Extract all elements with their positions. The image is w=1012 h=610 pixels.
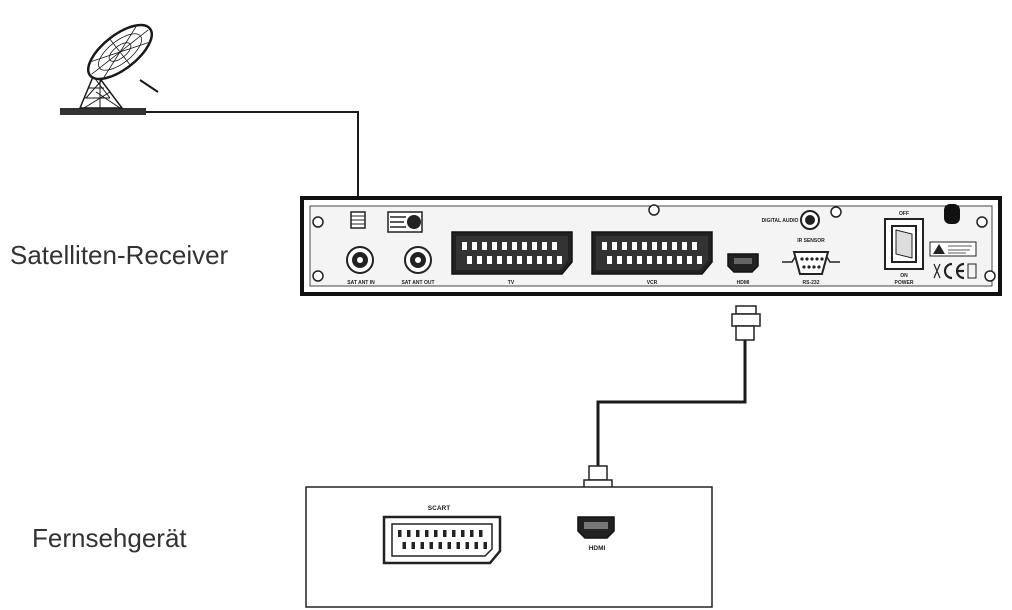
- switch-off-label: OFF: [899, 211, 909, 217]
- cable-satellite: [146, 111, 359, 200]
- hdmi-plug-receiver-icon: [731, 305, 761, 341]
- cable-hdmi: [596, 338, 747, 470]
- logo-box-icon: [387, 211, 423, 233]
- power-cord-icon: [944, 204, 960, 224]
- receiver-hdmi-port: [727, 253, 759, 273]
- tv-hdmi-label: HDMI: [589, 545, 606, 552]
- receiver-label: Satelliten-Receiver: [10, 240, 229, 270]
- power-switch: [884, 218, 924, 270]
- sat-ant-in-port: [346, 246, 374, 274]
- rs232-label: RS-232: [803, 280, 820, 286]
- rs232-port: [782, 251, 840, 275]
- vcr-scart-label: VCR: [647, 280, 658, 286]
- digital-audio-label: DIGITAL AUDIO: [762, 218, 799, 224]
- switch-on-label: ON: [900, 273, 908, 279]
- tv-scart-title: SCART: [428, 505, 450, 512]
- digital-audio-port: [800, 210, 820, 230]
- sat-ant-out-label: SAT ANT OUT: [401, 280, 434, 286]
- rating-label-icon: [929, 241, 977, 257]
- tv-scart-label: TV: [508, 280, 515, 286]
- f-connector-plug-icon: [350, 211, 366, 229]
- power-label: POWER: [895, 280, 914, 286]
- ce-mark-icon: [933, 262, 977, 280]
- tv-label: Fernsehgerät: [32, 523, 187, 553]
- vcr-scart-port: [591, 231, 713, 275]
- receiver-rear-panel: SAT ANT IN SAT ANT OUT TV VCR HDMI: [300, 196, 1002, 296]
- receiver-hdmi-label: HDMI: [737, 280, 750, 286]
- tv-scart-port: [382, 515, 502, 565]
- sat-ant-out-port: [404, 246, 432, 274]
- satellite-dish-icon: [60, 23, 159, 115]
- tv-hdmi-port: [577, 516, 615, 539]
- tv-scart-port: [451, 231, 573, 275]
- ir-sensor-label: IR SENSOR: [797, 238, 825, 244]
- sat-ant-in-label: SAT ANT IN: [347, 280, 375, 286]
- tv-rear-panel: SCART HDMI: [305, 486, 713, 608]
